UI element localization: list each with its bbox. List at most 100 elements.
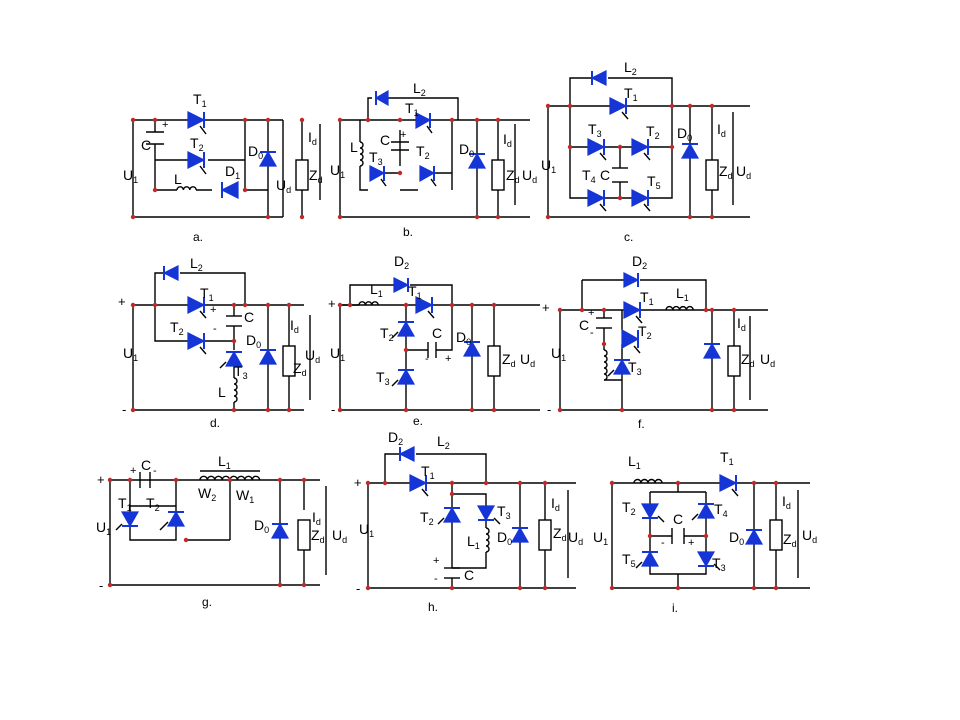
panel-e-label-l1: L1 — [370, 281, 383, 299]
panel-d-label-id: Id — [290, 317, 299, 335]
panel-d-diode-l2 — [162, 265, 179, 281]
panel-b-diode-l2 — [374, 89, 389, 107]
panel-g-thyristor-t1 — [115, 511, 140, 531]
panel-i-thyristor-t3 — [696, 551, 721, 571]
panel-f-caption: f. — [638, 417, 645, 431]
panel-h-label-t3: T3 — [497, 503, 511, 521]
panel-e-label-plus: + — [328, 296, 336, 311]
panel-e-label-t2: T2 — [380, 325, 394, 343]
panel-b-label-t1: T1 — [405, 100, 419, 118]
panel-c-label-c: C — [600, 167, 610, 183]
panel-c-label-l2: L2 — [624, 59, 637, 77]
panel-h: + - U1 D2 L2 T1 T2 T3 L1 D0 + - C Id Zd … — [354, 429, 583, 614]
panel-f-label-d2: D2 — [632, 253, 647, 271]
panel-e-label-t1: T1 — [408, 283, 422, 301]
panel-c-label-t1: T1 — [624, 85, 638, 103]
panel-d-load-zd — [282, 345, 296, 377]
panel-a-label-d0: D0 — [248, 143, 263, 161]
panel-e-label-d0: D0 — [456, 329, 471, 347]
panel-h-label-id: Id — [551, 495, 560, 513]
panel-i-label-t1: T1 — [720, 449, 734, 467]
panel-d-label-u1: U1 — [123, 345, 138, 363]
panel-g-label-ud: Ud — [332, 527, 347, 545]
panel-h-label-t1: T1 — [421, 463, 435, 481]
panel-h-label-plus: + — [354, 475, 362, 490]
panel-a-label-zd: Zd — [309, 167, 323, 185]
panel-g-winding-w1 — [229, 475, 261, 481]
panel-d: + - U1 L2 T1 + C - T2 D0 T3 L Id Ud Zd d… — [118, 255, 320, 430]
panel-h-label-c: C — [464, 567, 474, 583]
panel-g-load-zd — [297, 519, 311, 551]
panel-b-thyristor-t1 — [415, 112, 433, 134]
panel-i-label-plus-c: + — [688, 537, 694, 549]
panel-f-label-id: Id — [737, 315, 746, 333]
panel-e-diode-d2 — [393, 277, 410, 293]
panel-f-label-t2: T2 — [638, 323, 652, 341]
panel-b-label-l: L — [350, 139, 358, 155]
panel-i-thyristor-t2 — [640, 503, 665, 523]
panel-h-thyristor-t1 — [409, 474, 429, 497]
panel-b-label-l2: L2 — [413, 80, 426, 98]
panel-e-label-minus-c: - — [425, 353, 429, 365]
panel-b-diode-d0 — [467, 152, 487, 169]
panel-d-label-c: C — [244, 309, 254, 325]
panel-c-label-zd: Zd — [719, 163, 733, 181]
panel-b-label-ud: Ud — [522, 167, 537, 185]
panel-a-diode-d0 — [258, 150, 278, 167]
panel-f-label-plus-c: + — [588, 307, 594, 319]
panel-g-caption: g. — [202, 595, 212, 609]
panel-h-thyristor-t3 — [476, 505, 501, 525]
panel-d-wires — [132, 272, 304, 411]
panel-a-thyristor-t2 — [187, 151, 207, 175]
panel-b-label-t2: T2 — [416, 143, 430, 161]
panel-f-wires — [559, 279, 768, 411]
panel-g-label-w1: W1 — [236, 487, 254, 505]
panel-a-inductor-l — [176, 186, 197, 191]
panel-h-thyristor-t2 — [437, 506, 462, 525]
panel-a-label-id: Id — [308, 129, 317, 147]
panel-h-label-t2: T2 — [420, 509, 434, 527]
panel-c-load-zd — [705, 159, 719, 191]
panel-f-inductor-l1 — [665, 305, 694, 311]
panel-f-load-zd — [727, 345, 741, 377]
panel-b: U1 L C + L2 T1 T3 T2 D0 Id Zd Ud b. — [330, 80, 537, 239]
panel-f-label-ud: Ud — [760, 351, 775, 369]
panel-f-label-c: C — [579, 317, 589, 333]
panel-a-diode-d1 — [220, 181, 239, 199]
panel-g-label-zd: Zd — [311, 527, 325, 545]
panel-e-caption: e. — [413, 414, 423, 428]
panel-c-label-d0: D0 — [677, 125, 692, 143]
panel-g-label-minus: - — [99, 578, 103, 593]
panel-b-label-id: Id — [503, 131, 512, 149]
panel-a-label-u1: U1 — [123, 167, 138, 185]
panel-a-load-zd — [295, 159, 309, 191]
panel-f-label-t3: T3 — [628, 359, 642, 377]
panel-c-label-id: Id — [717, 121, 726, 139]
panel-d-label-plus: + — [118, 294, 126, 309]
panel-a-label-t1: T1 — [193, 91, 207, 109]
panel-b-thyristor-t2 — [419, 165, 437, 187]
panel-g-label-d0: D0 — [254, 517, 269, 535]
panel-e-diode-d0 — [462, 340, 482, 357]
panel-e-thyristor-t3 — [391, 368, 416, 387]
panel-e-wires — [339, 284, 540, 411]
panel-e-label-ud: Ud — [520, 351, 535, 369]
panel-i-label-minus-c: - — [661, 537, 665, 549]
panel-f-thyristor-t3 — [607, 358, 632, 377]
panel-e-load-zd — [487, 345, 501, 377]
panel-g-label-minus-c: - — [153, 465, 157, 477]
panel-i-diode-d0 — [744, 528, 764, 545]
panel-f: + - U1 D2 T1 L1 + C - T2 T3 Id Zd Ud f. — [542, 253, 775, 431]
panel-g-label-w2: W2 — [198, 485, 216, 503]
panel-e-label-minus: - — [331, 402, 335, 417]
panel-c-diode-d0 — [680, 142, 700, 159]
panel-c-label-t3: T3 — [588, 121, 602, 139]
panel-e: + - U1 D2 L1 T1 T2 C D0 - + T3 Zd Ud e. — [328, 253, 540, 428]
panel-e-thyristor-t1 — [415, 296, 435, 319]
panel-d-caption: d. — [210, 416, 220, 430]
panel-c-thyristor-t5 — [631, 189, 651, 212]
panel-i-thyristor-t4 — [691, 502, 716, 521]
panel-i-label-id: Id — [782, 493, 791, 511]
panel-b-label-c: C — [380, 132, 390, 148]
